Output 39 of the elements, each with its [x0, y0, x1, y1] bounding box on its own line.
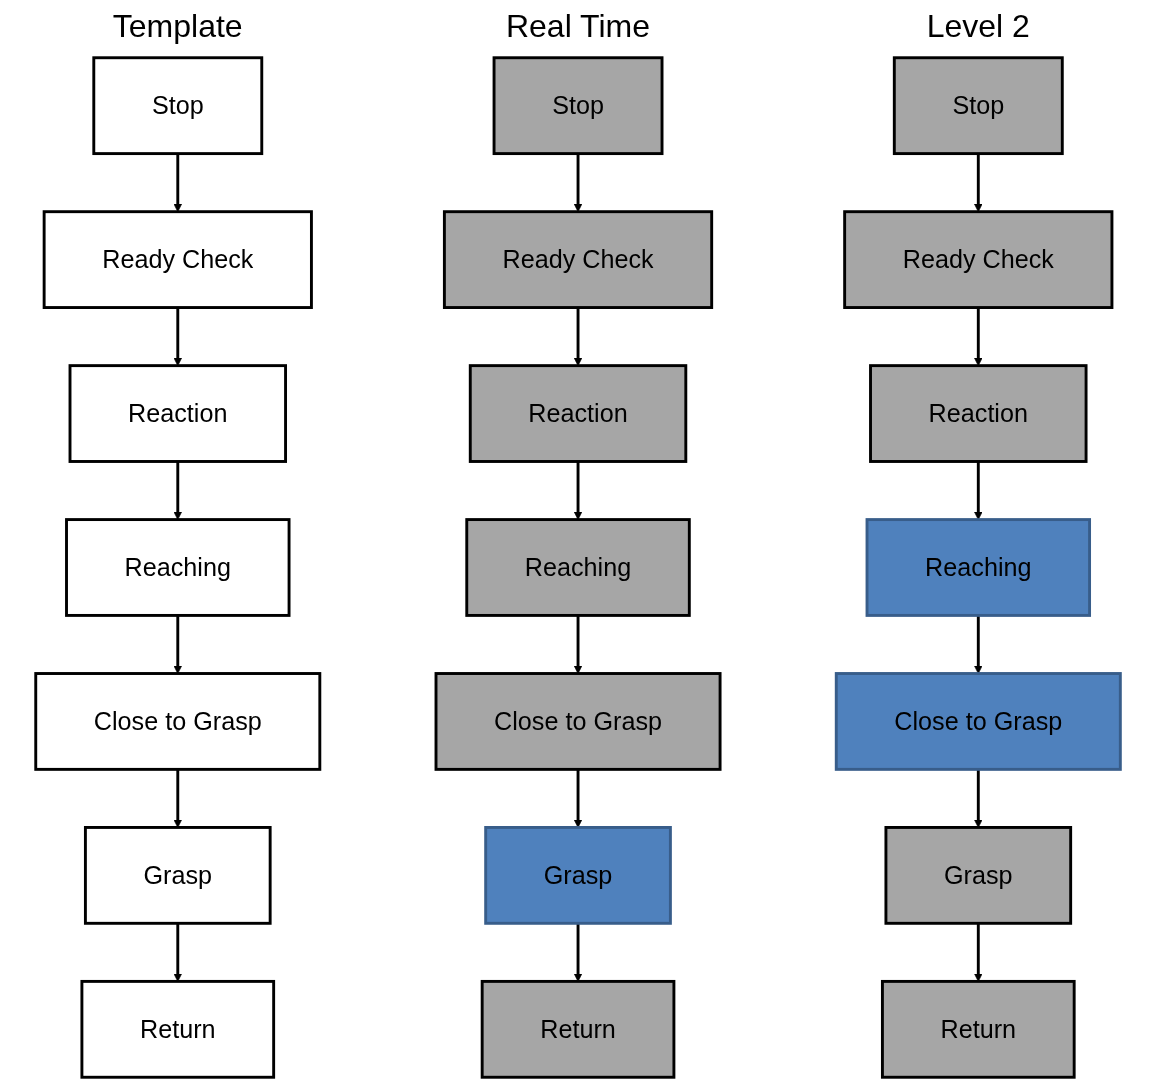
arrow [173, 307, 182, 366]
arrow [573, 307, 583, 366]
node-box: Return [80, 979, 276, 1079]
node-box: Reaching [65, 518, 291, 617]
node-box: Return [480, 979, 676, 1079]
node-box: Grasp [484, 826, 672, 925]
arrow [573, 923, 583, 982]
arrow [573, 769, 583, 828]
column-heading: Real Time [505, 8, 650, 45]
node-box: Reaction [68, 364, 287, 463]
node-box: Stop [492, 56, 664, 156]
node-box: Return [880, 979, 1076, 1079]
arrow [173, 461, 182, 520]
node-box: Ready Check [42, 210, 313, 309]
column-heading: Template [112, 8, 243, 45]
node-box: Reaching [465, 518, 691, 617]
arrow [173, 769, 182, 828]
node-box: Ready Check [442, 210, 714, 309]
node-box: Grasp [884, 826, 1073, 925]
arrow [173, 615, 182, 674]
node-box: Close to Grasp [434, 672, 722, 771]
arrow [974, 461, 983, 520]
arrow [974, 615, 983, 674]
node-box: Stop [892, 56, 1064, 156]
arrow [974, 307, 983, 366]
arrow [974, 769, 983, 828]
node-box: Stop [92, 56, 264, 156]
node-box: Grasp [83, 826, 272, 925]
arrow [573, 615, 583, 674]
arrow [974, 923, 983, 982]
node-box: Reaction [869, 364, 1088, 463]
node-box: Close to Grasp [834, 672, 1122, 771]
arrow [173, 923, 182, 982]
column-heading: Level 2 [926, 8, 1030, 45]
arrow [573, 461, 583, 520]
node-box: Ready Check [843, 210, 1114, 309]
node-box: Close to Grasp [34, 672, 322, 771]
node-box: Reaching [865, 518, 1091, 617]
node-box: Reaction [468, 364, 688, 463]
